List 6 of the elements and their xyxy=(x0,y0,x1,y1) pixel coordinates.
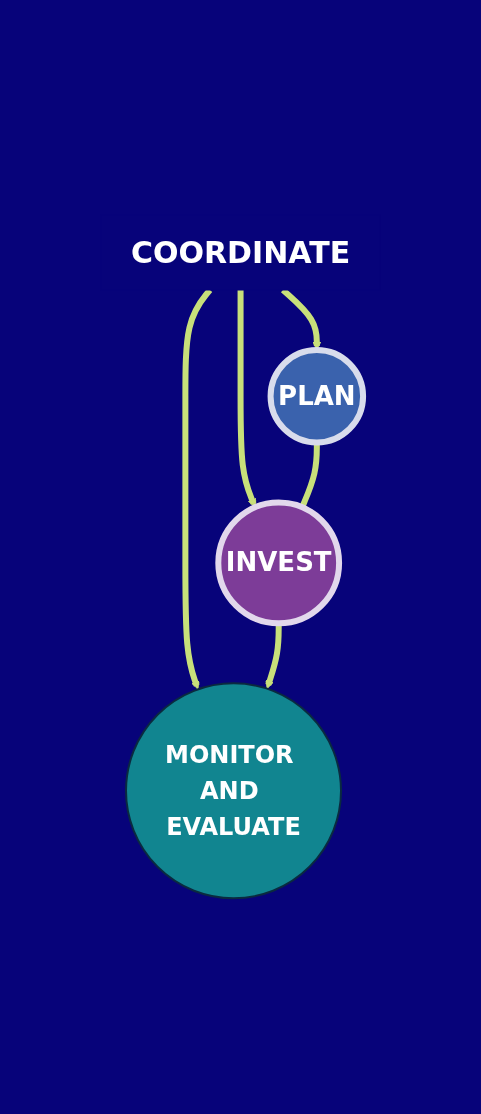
arrow xyxy=(237,290,257,508)
node-circle: MONITOR AND EVALUATE xyxy=(124,682,342,900)
node-circle: PLAN xyxy=(267,347,366,446)
node-circle: INVEST xyxy=(215,499,342,627)
arrow xyxy=(265,623,282,690)
node-text: COORDINATE xyxy=(130,235,351,271)
